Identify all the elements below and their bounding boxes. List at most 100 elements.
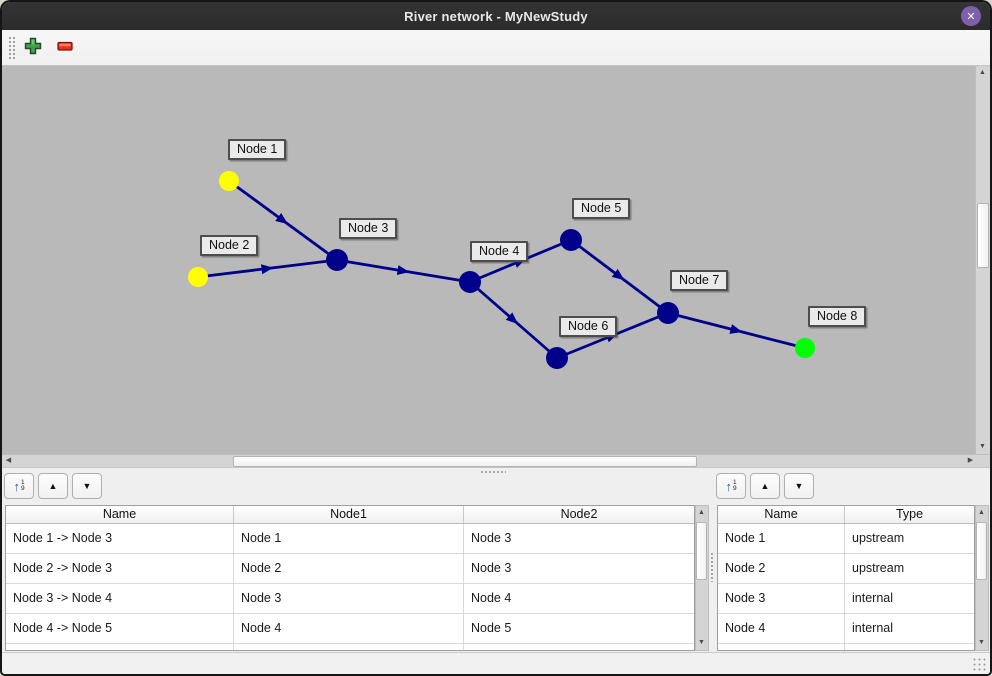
- node-label-6[interactable]: Node 6: [559, 316, 618, 337]
- nodes-table-scrollbar[interactable]: ▲ ▼: [975, 505, 989, 651]
- down-triangle-icon: ▼: [82, 481, 92, 491]
- column-header-name[interactable]: Name: [718, 506, 845, 523]
- scroll-up-icon[interactable]: ▲: [698, 509, 705, 516]
- table-cell[interactable]: Node 1: [718, 524, 845, 553]
- node-circle-6[interactable]: [546, 347, 568, 369]
- table-row[interactable]: Node 4 internal: [718, 614, 974, 644]
- table-cell[interactable]: Node 4 -> Node 5: [6, 614, 234, 643]
- table-cell[interactable]: Node 4: [234, 614, 464, 643]
- edge-node1-node3[interactable]: [228, 179, 338, 262]
- table-cell[interactable]: Node 2 -> Node 3: [6, 554, 234, 583]
- scroll-down-icon[interactable]: ▼: [978, 639, 985, 646]
- edge-node7-node8[interactable]: [667, 311, 806, 350]
- resize-grip[interactable]: [972, 657, 986, 671]
- node-label-7[interactable]: Node 7: [670, 270, 729, 291]
- node-circle-3[interactable]: [326, 249, 348, 271]
- column-header-name[interactable]: Name: [6, 506, 234, 523]
- table-cell[interactable]: Node 4: [471, 591, 512, 605]
- node-label-2[interactable]: Node 2: [200, 235, 259, 256]
- move-down-button-nodes[interactable]: ▼: [784, 473, 814, 499]
- edge-node3-node4[interactable]: [336, 258, 471, 284]
- scroll-up-icon[interactable]: ▲: [978, 509, 985, 516]
- remove-minus-icon: [56, 37, 74, 58]
- toolbar-drag-handle[interactable]: [8, 36, 15, 60]
- add-plus-icon: [24, 37, 42, 58]
- add-button[interactable]: [20, 34, 46, 60]
- move-up-button-nodes[interactable]: ▲: [750, 473, 780, 499]
- scroll-right-icon[interactable]: ▶: [967, 457, 974, 464]
- table-cell[interactable]: Node 3: [718, 584, 845, 613]
- links-vscroll-thumb[interactable]: [696, 522, 707, 580]
- table-cell[interactable]: Node 3: [234, 584, 464, 613]
- scroll-down-icon[interactable]: ▼: [698, 639, 705, 646]
- edge-node2-node3[interactable]: [197, 258, 338, 279]
- table-cell[interactable]: Node 2: [718, 554, 845, 583]
- node-circle-1[interactable]: [219, 171, 239, 191]
- nodes-vscroll-thumb[interactable]: [976, 522, 987, 580]
- move-down-button-links[interactable]: ▼: [72, 473, 102, 499]
- table-cell[interactable]: internal: [852, 591, 893, 605]
- table-header-row: Name Type: [718, 506, 974, 524]
- up-triangle-icon: ▲: [48, 481, 58, 491]
- scroll-down-icon[interactable]: ▼: [979, 443, 986, 450]
- node-label-5[interactable]: Node 5: [572, 198, 631, 219]
- node-circle-4[interactable]: [459, 271, 481, 293]
- node-circle-2[interactable]: [188, 267, 208, 287]
- node-label-4[interactable]: Node 4: [470, 241, 529, 262]
- title-bar[interactable]: River network - MyNewStudy ✕: [2, 2, 990, 30]
- horizontal-splitter-handle[interactable]: [480, 470, 506, 474]
- table-cell[interactable]: Node 3: [471, 561, 512, 575]
- canvas-vertical-scrollbar[interactable]: ▲ ▼: [975, 66, 990, 454]
- table-cell[interactable]: Node 2: [234, 554, 464, 583]
- table-cell[interactable]: Node 1: [234, 524, 464, 553]
- edge-node5-node7[interactable]: [570, 238, 669, 315]
- canvas-vscroll-thumb[interactable]: [977, 203, 989, 268]
- edge-node4-node6[interactable]: [469, 280, 558, 360]
- table-row[interactable]: Node 2 upstream: [718, 554, 974, 584]
- table-row[interactable]: Node 1 upstream: [718, 524, 974, 554]
- scroll-left-icon[interactable]: ◀: [5, 457, 12, 464]
- canvas-hscroll-thumb[interactable]: [233, 456, 697, 467]
- node-circle-7[interactable]: [657, 302, 679, 324]
- canvas-horizontal-scrollbar[interactable]: ◀ ▶: [2, 454, 990, 468]
- table-cell[interactable]: upstream: [852, 531, 905, 545]
- column-header-type[interactable]: Type: [895, 507, 924, 521]
- table-cell[interactable]: Node 3: [471, 531, 512, 545]
- table-row[interactable]: Node 3 internal: [718, 584, 974, 614]
- close-button[interactable]: ✕: [961, 6, 981, 26]
- column-header-node2[interactable]: Node2: [560, 507, 598, 521]
- column-header-node1[interactable]: Node1: [234, 506, 464, 523]
- main-toolbar: [2, 30, 990, 66]
- network-canvas[interactable]: Node 1 Node 2 Node 3 Node 4 Node 5 Node 6 Node…: [2, 66, 975, 454]
- table-cell[interactable]: upstream: [852, 561, 905, 575]
- network-svg: [188, 171, 815, 369]
- scroll-up-icon[interactable]: ▲: [979, 69, 986, 76]
- remove-button[interactable]: [52, 34, 78, 60]
- links-table-scrollbar[interactable]: ▲ ▼: [695, 505, 709, 651]
- node-label-3[interactable]: Node 3: [339, 218, 398, 239]
- vertical-splitter-handle[interactable]: [710, 552, 714, 582]
- table-row-partial: [6, 644, 694, 650]
- table-cell[interactable]: Node 3 -> Node 4: [6, 584, 234, 613]
- table-cell[interactable]: Node 1 -> Node 3: [6, 524, 234, 553]
- table-cell[interactable]: internal: [852, 621, 893, 635]
- table-cell[interactable]: Node 5: [471, 621, 512, 635]
- node-circle-8[interactable]: [795, 338, 815, 358]
- node-label-1[interactable]: Node 1: [228, 139, 287, 160]
- node-circle-5[interactable]: [560, 229, 582, 251]
- node-label-8[interactable]: Node 8: [808, 306, 867, 327]
- table-cell[interactable]: Node 4: [718, 614, 845, 643]
- move-up-button-links[interactable]: ▲: [38, 473, 68, 499]
- up-triangle-icon: ▲: [760, 481, 770, 491]
